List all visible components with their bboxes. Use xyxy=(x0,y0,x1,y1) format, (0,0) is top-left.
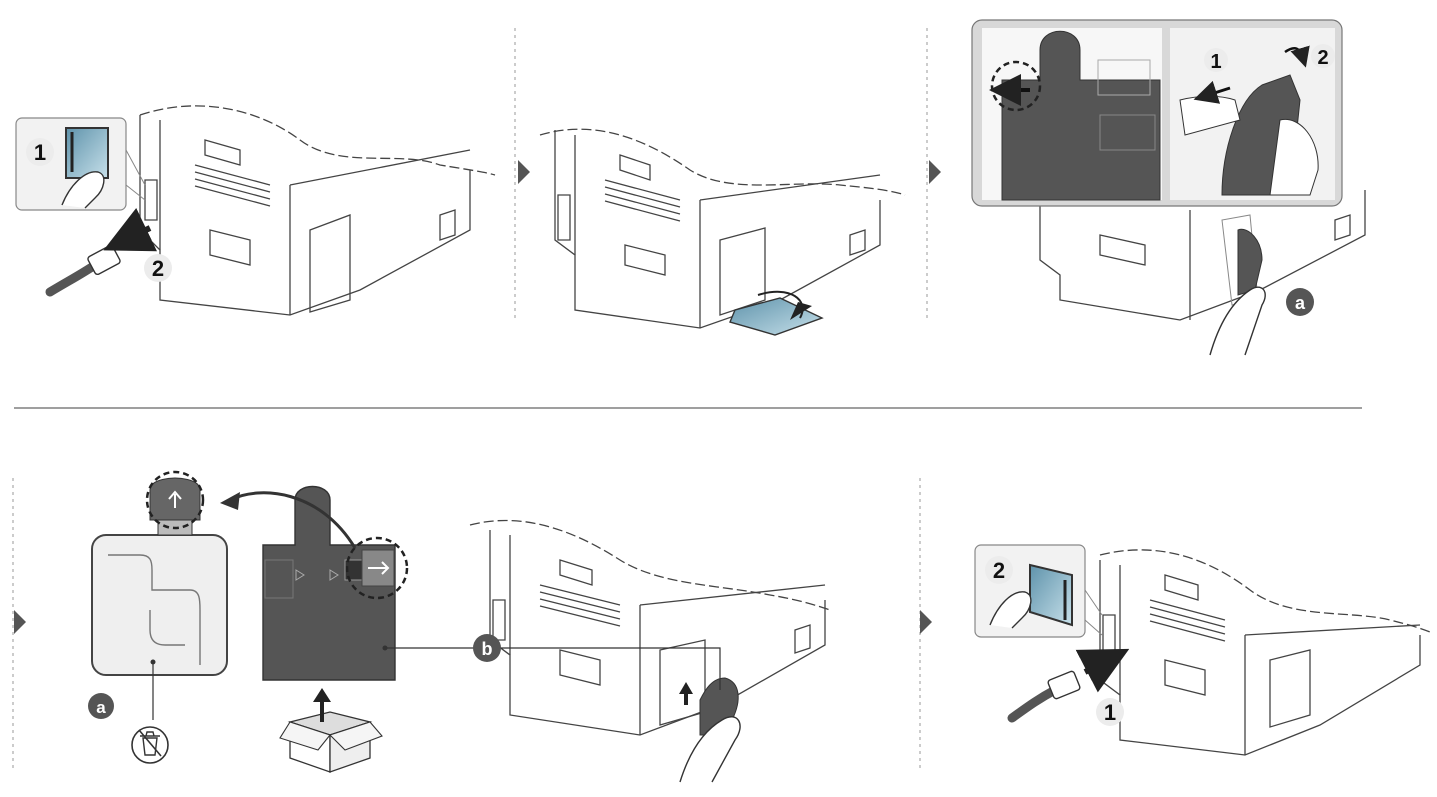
step5-power-inset: 2 xyxy=(974,544,1103,638)
callout-number: 2 xyxy=(152,256,164,281)
callout-number: 2 xyxy=(993,558,1005,583)
step3-printer xyxy=(1039,190,1366,321)
step-arrow-icon xyxy=(929,160,941,184)
step1-power-cable: 2 xyxy=(45,207,172,297)
step-arrow-icon xyxy=(518,160,530,184)
step4-insert-container: b xyxy=(473,634,741,783)
step5-printer xyxy=(1099,549,1431,756)
step-arrow-icon xyxy=(920,610,932,634)
step3-detail-inset: 1 2 xyxy=(971,19,1343,207)
new-box-icon xyxy=(279,688,383,773)
badge-a: a xyxy=(96,698,106,717)
callout-number: 1 xyxy=(34,140,46,165)
step4-printer xyxy=(469,519,831,736)
step2-printer xyxy=(539,128,906,329)
recycle-bin-icon xyxy=(138,729,162,757)
step2-open-cover xyxy=(729,290,824,336)
step1-printer xyxy=(139,105,496,316)
callout-number: 1 xyxy=(1210,51,1221,73)
step1-power-inset: 1 xyxy=(15,117,146,211)
callout-number: 1 xyxy=(1104,700,1116,725)
step4-new-container xyxy=(220,485,488,681)
step5-power-cable: 1 xyxy=(1007,648,1130,726)
badge-b: b xyxy=(482,639,493,659)
badge-a: a xyxy=(1295,293,1306,313)
step4-old-container: a xyxy=(88,470,228,764)
step-arrow-icon xyxy=(14,610,26,634)
callout-number: 2 xyxy=(1317,47,1328,69)
step3-hand-container: a xyxy=(1209,214,1314,356)
